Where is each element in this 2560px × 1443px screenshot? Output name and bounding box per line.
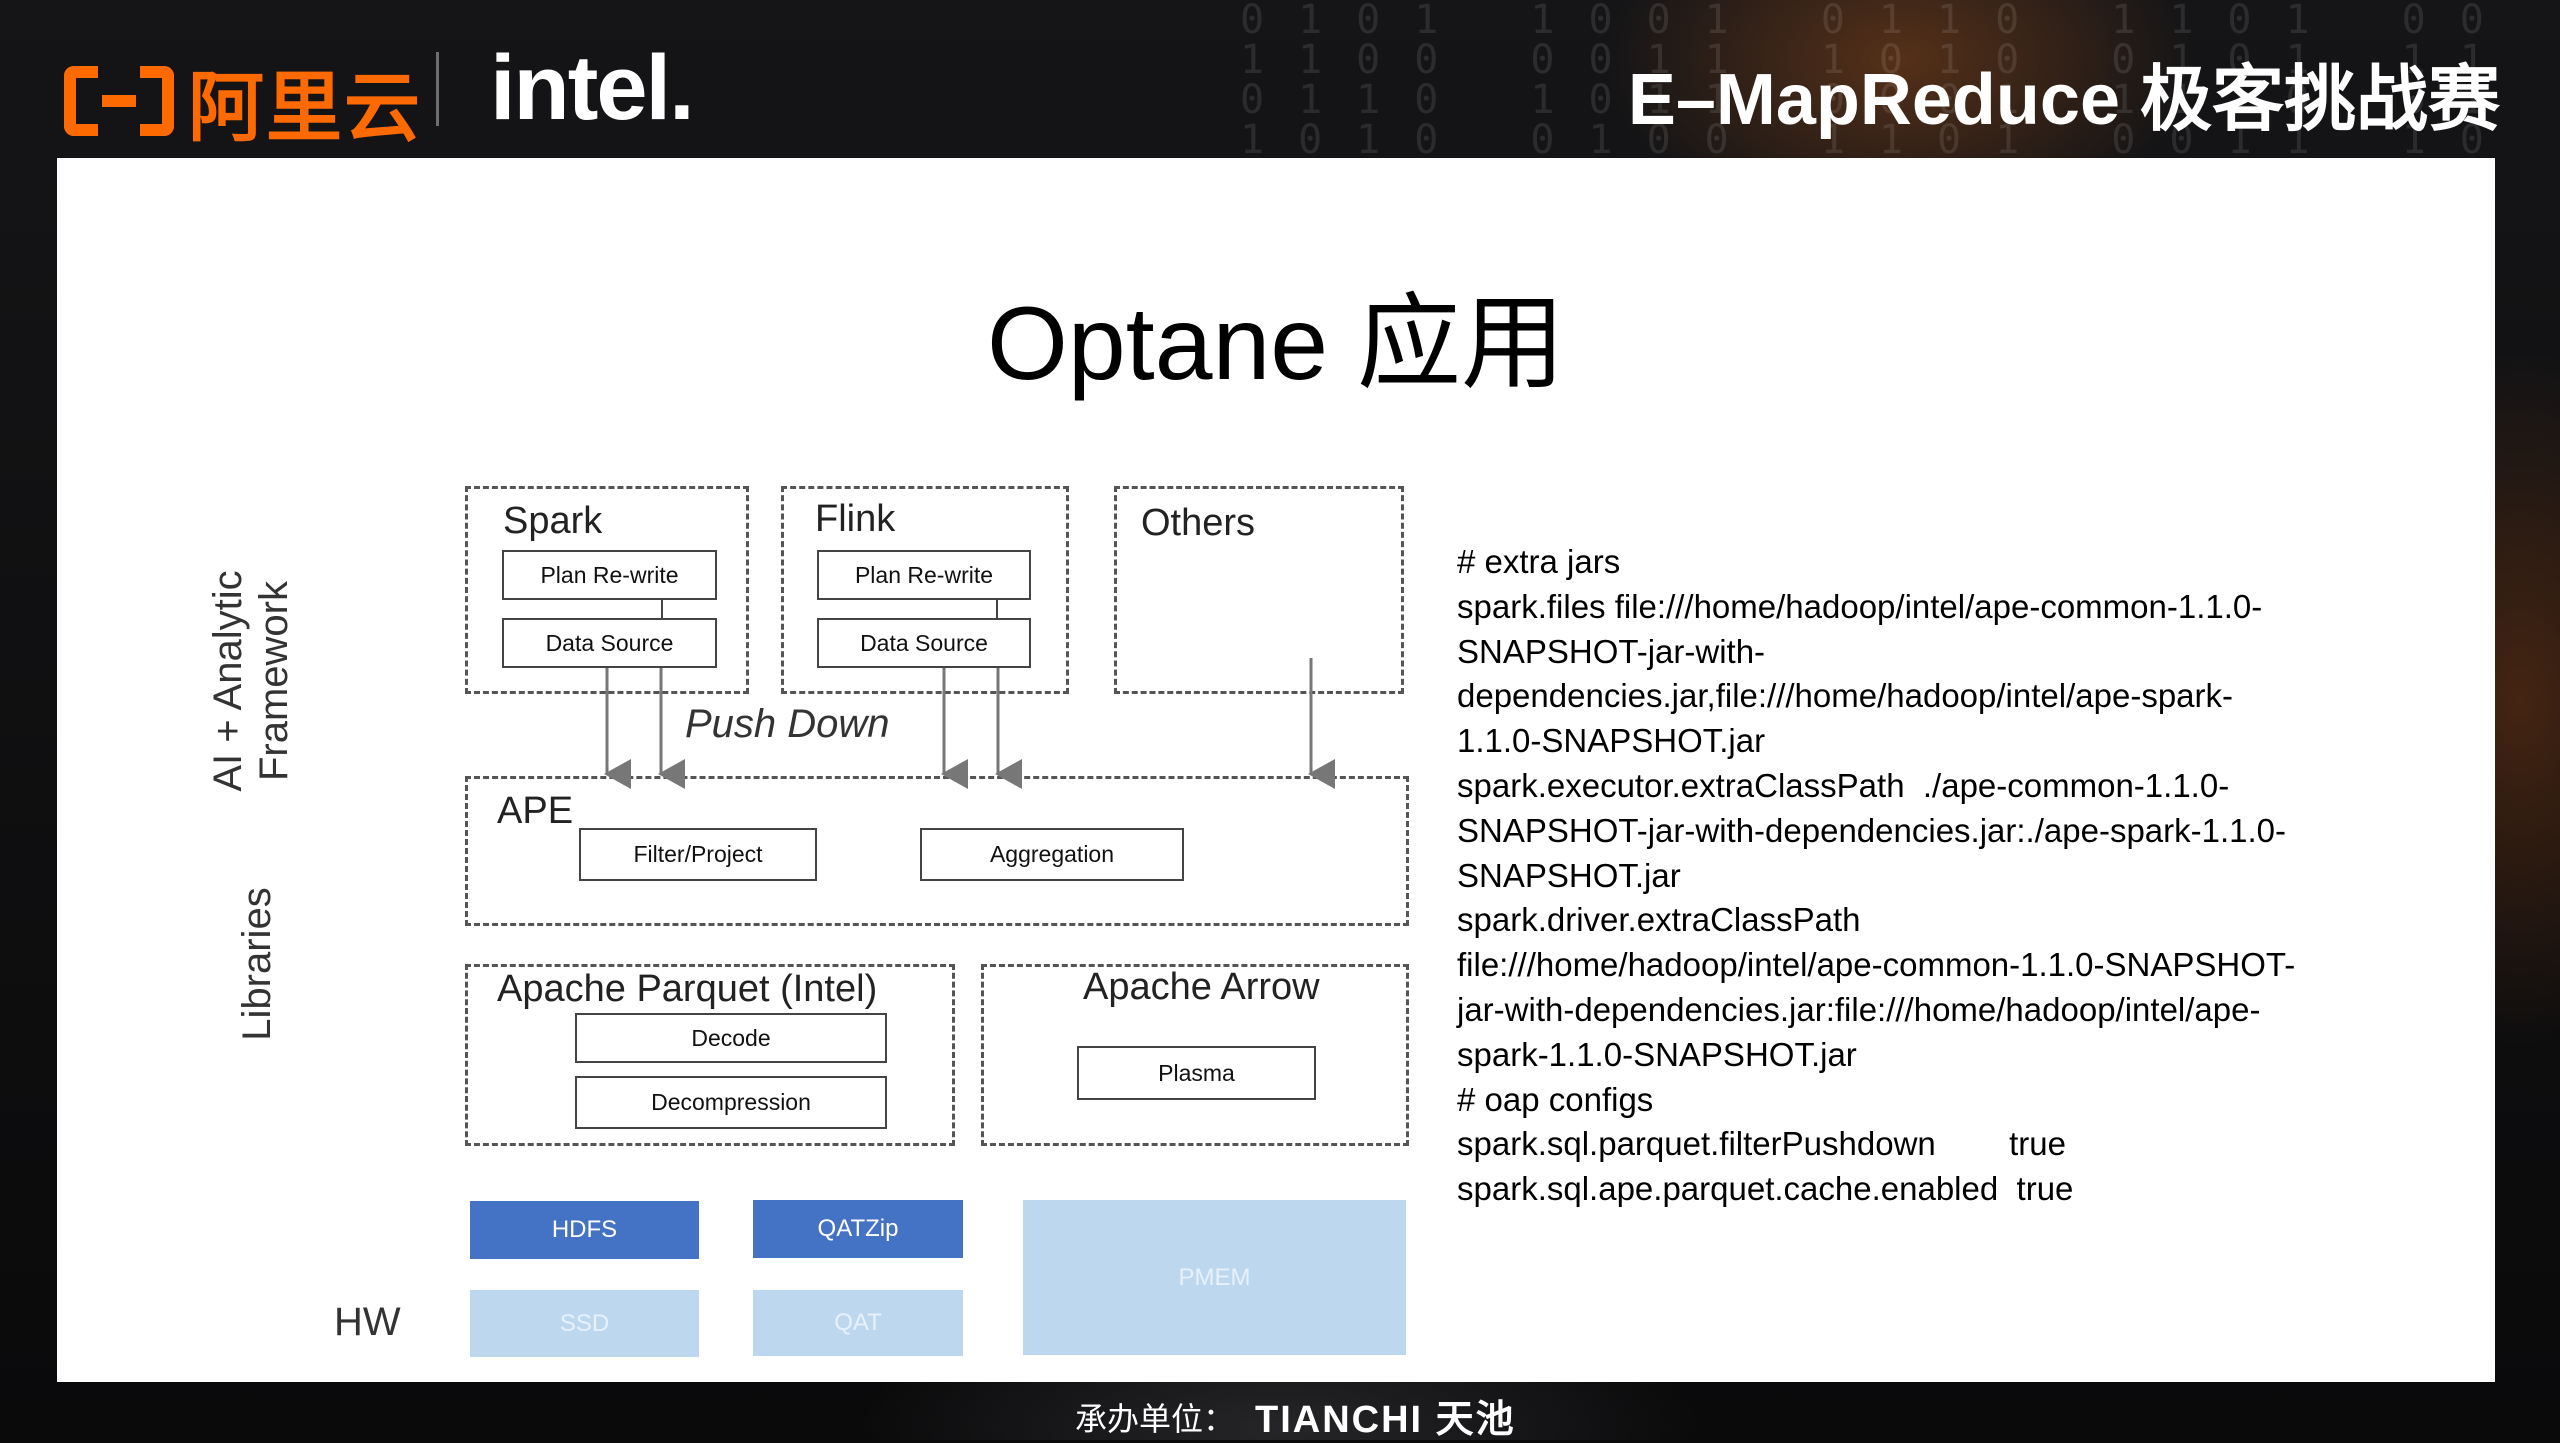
- config-line: file:///home/hadoop/intel/ape-common-1.1…: [1457, 946, 2296, 984]
- decompression-box: Decompression: [575, 1076, 887, 1129]
- others-label: Others: [1141, 502, 1256, 544]
- config-line: # extra jars: [1457, 543, 1621, 580]
- others-box: [1114, 486, 1404, 694]
- filter-project-box: Filter/Project: [579, 828, 817, 881]
- spark-plan-rewrite-box: Plan Re-write: [502, 550, 717, 600]
- pmem-block: PMEM: [1023, 1200, 1406, 1355]
- aliyun-logo-text: 阿里云: [188, 66, 422, 151]
- push-down-label: Push Down: [685, 702, 890, 746]
- slide-title: Optane 应用: [986, 286, 1566, 402]
- config-line: SNAPSHOT.jar: [1457, 856, 1681, 894]
- config-line: spark.sql.ape.parquet.cache.enabled true: [1457, 1170, 2074, 1208]
- flink-box: [781, 486, 1069, 694]
- parquet-box: [465, 964, 955, 1146]
- footer: 承办单位： TIANCHI 天池: [0, 1382, 2560, 1441]
- spark-label: Spark: [503, 500, 603, 542]
- architecture-diagram: AI + Analytic Framework Libraries HW Spa…: [57, 158, 1457, 1382]
- config-line: spark.driver.extraClassPath: [1457, 901, 1861, 939]
- config-line: SNAPSHOT-jar-with-dependencies.jar:./ape…: [1457, 811, 2287, 849]
- parquet-label: Apache Parquet (Intel): [497, 968, 878, 1010]
- config-line: spark-1.1.0-SNAPSHOT.jar: [1457, 1035, 1857, 1073]
- flink-label: Flink: [815, 498, 896, 540]
- aliyun-logo: 阿里云: [64, 46, 422, 156]
- config-line: spark.files file:///home/hadoop/intel/ap…: [1457, 587, 2263, 625]
- hdfs-block: HDFS: [470, 1201, 699, 1259]
- flink-plan-rewrite-box: Plan Re-write: [817, 550, 1031, 600]
- intel-logo: intel.: [490, 37, 695, 139]
- background-digits: 0101 1001 0110 1101 00 1100 0011 1010 01…: [1240, 0, 2518, 160]
- flink-data-source-box: Data Source: [817, 618, 1031, 668]
- config-line: # oap configs: [1457, 1080, 1654, 1118]
- spark-data-source-box: Data Source: [502, 618, 717, 668]
- decode-box: Decode: [575, 1013, 887, 1063]
- config-line: jar-with-dependencies.jar:file:///home/h…: [1457, 990, 2261, 1028]
- header: 阿里云 intel. E–MapReduce 极客挑战赛: [0, 0, 2560, 158]
- aggregation-box: Aggregation: [920, 828, 1184, 881]
- config-text: # extra jars spark.files file:///home/had…: [1457, 540, 2437, 1212]
- qat-block: QAT: [753, 1290, 963, 1356]
- header-divider: [436, 52, 439, 126]
- tianchi-logo: TIANCHI 天池: [1255, 1399, 1516, 1441]
- config-line: spark.executor.extraClassPath ./ape-comm…: [1457, 766, 2230, 804]
- event-title: E–MapReduce 极客挑战赛: [1627, 60, 2500, 140]
- arrow-label: Apache Arrow: [1083, 966, 1320, 1008]
- config-line: 1.1.0-SNAPSHOT.jar: [1457, 722, 1766, 760]
- config-line: SNAPSHOT-jar-with-: [1457, 632, 1766, 670]
- ssd-block: SSD: [470, 1290, 699, 1357]
- config-line: dependencies.jar,file:///home/hadoop/int…: [1457, 677, 2233, 715]
- diagram-arrows: [604, 600, 1335, 789]
- footer-organizer-label: 承办单位：: [1075, 1401, 1236, 1437]
- aliyun-logo-icon: [64, 66, 174, 136]
- plasma-box: Plasma: [1077, 1046, 1316, 1100]
- ape-box: [465, 776, 1409, 926]
- arrow-box: [981, 964, 1409, 1146]
- hw-side-label: HW: [334, 1300, 401, 1344]
- config-line: spark.sql.parquet.filterPushdown true: [1457, 1125, 2066, 1163]
- ape-label: APE: [497, 790, 574, 832]
- slide: Optane 应用 AI + Analytic Framework Librar…: [57, 158, 2495, 1382]
- qatzip-block: QATZip: [753, 1200, 963, 1258]
